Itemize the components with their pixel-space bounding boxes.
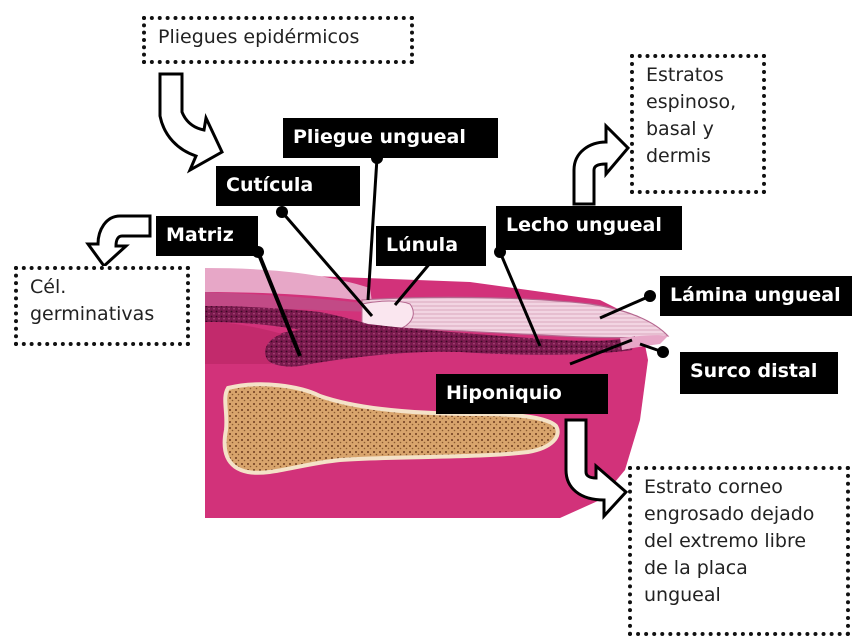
label-lecho-ungueal: Lecho ungueal — [496, 206, 682, 250]
label-lamina-ungueal: Lámina ungueal — [660, 276, 852, 316]
note-cel-germinativas: Cél. germinativas — [14, 266, 190, 346]
note-line: dermis — [646, 143, 750, 170]
note-line: Estrato corneo — [644, 474, 834, 501]
note-line: engrosado dejado — [644, 501, 834, 528]
note-estrato-corneo: Estrato corneo engrosado dejado del extr… — [628, 466, 850, 636]
note-line: basal y — [646, 116, 750, 143]
arrow-pliegues — [160, 74, 222, 170]
label-hiponiquio: Hiponiquio — [436, 374, 608, 414]
note-line: Cél. — [30, 274, 174, 301]
note-line: del extremo libre — [644, 528, 834, 555]
note-pliegues-epidermicos: Pliegues epidérmicos — [142, 16, 414, 64]
label-cuticula: Cutícula — [216, 166, 360, 206]
note-line: Estratos — [646, 62, 750, 89]
label-pliegue-ungueal: Pliegue ungueal — [283, 118, 498, 158]
note-line: espinoso, — [646, 89, 750, 116]
label-surco-distal: Surco distal — [680, 352, 838, 394]
arrow-matriz — [88, 216, 150, 266]
note-estratos: Estratos espinoso, basal y dermis — [630, 54, 766, 194]
note-line: germinativas — [30, 301, 174, 328]
note-line: ungueal — [644, 582, 834, 609]
label-matriz: Matriz — [156, 216, 258, 256]
note-line: Pliegues epidérmicos — [158, 24, 398, 51]
label-lunula: Lúnula — [376, 226, 486, 266]
arrow-lecho — [574, 126, 628, 204]
note-line: de la placa — [644, 555, 834, 582]
